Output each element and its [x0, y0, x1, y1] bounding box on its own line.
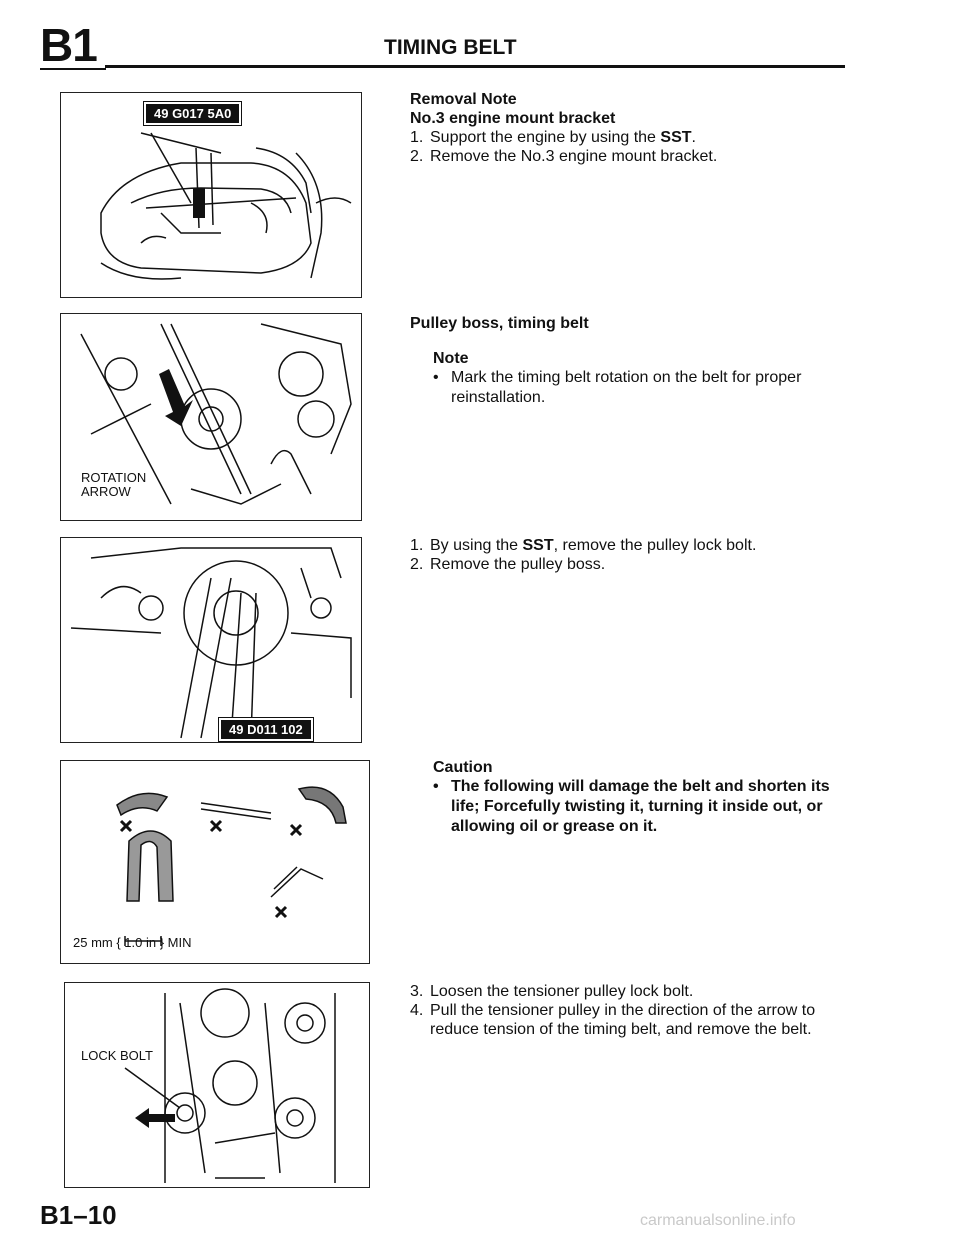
page-title: TIMING BELT	[384, 36, 517, 59]
header-rule	[105, 65, 845, 68]
figure-rotation-arrow: ROTATION ARROW	[60, 313, 362, 521]
note-bullet: • Mark the timing belt rotation on the b…	[433, 369, 802, 406]
sst-part-number-tag: 49 G017 5A0	[142, 101, 243, 126]
step-pull-tensioner-cont: reduce tension of the timing belt, and r…	[430, 1021, 812, 1038]
caution-text-line2: life; Forcefully twisting it, turning it…	[451, 798, 823, 815]
step-support-engine: 1.Support the engine by using the SST.	[410, 129, 696, 146]
header-rule-left	[40, 68, 106, 70]
step-loosen-lock-bolt: 3.Loosen the tensioner pulley lock bolt.	[410, 983, 694, 1000]
note-text-line2: reinstallation.	[451, 389, 546, 406]
figure-belt-caution: 25 mm { 1.0 in } MIN	[60, 760, 370, 964]
rotation-label-line2: ARROW	[81, 484, 131, 499]
pulley-boss-heading: Pulley boss, timing belt	[410, 315, 589, 332]
step-remove-bracket: 2.Remove the No.3 engine mount bracket.	[410, 148, 718, 165]
tensioner-illustration	[124, 988, 336, 1183]
pulley-sst-illustration	[70, 547, 352, 739]
figure-engine-support: 49 G017 5A0	[60, 92, 362, 298]
page-number: B1–10	[40, 1200, 117, 1230]
mount-bracket-heading: No.3 engine mount bracket	[410, 110, 616, 127]
caution-text-line3: allowing oil or grease on it.	[451, 818, 658, 835]
caution-text-line1: The following will damage the belt and s…	[451, 778, 830, 795]
belt-handling-illustration	[116, 786, 347, 946]
note-heading: Note	[433, 350, 469, 367]
note-text-line1: Mark the timing belt rotation on the bel…	[451, 369, 802, 386]
step-remove-lock-bolt: 1.By using the SST, remove the pulley lo…	[410, 537, 757, 554]
watermark: carmanualsonline.info	[640, 1212, 796, 1229]
step-remove-pulley-boss: 2.Remove the pulley boss.	[410, 556, 606, 573]
figure-pulley-sst: 49 D011 102	[60, 537, 362, 743]
figure-tensioner-lock-bolt: LOCK BOLT	[64, 982, 370, 1188]
caution-bullet: • The following will damage the belt and…	[433, 778, 830, 835]
section-code: B1	[40, 19, 98, 71]
sst-part-number-tag-2: 49 D011 102	[218, 717, 314, 742]
belt-bend-limit-label: 25 mm { 1.0 in } MIN	[73, 935, 192, 950]
step-pull-tensioner: 4.Pull the tensioner pulley in the direc…	[410, 1002, 816, 1019]
lock-bolt-label: LOCK BOLT	[81, 1048, 154, 1063]
removal-note-heading: Removal Note	[410, 91, 517, 108]
rotation-label-line1: ROTATION	[81, 470, 147, 485]
engine-support-illustration	[100, 132, 352, 280]
timing-belt-illustration	[80, 323, 352, 505]
caution-heading: Caution	[433, 759, 493, 776]
